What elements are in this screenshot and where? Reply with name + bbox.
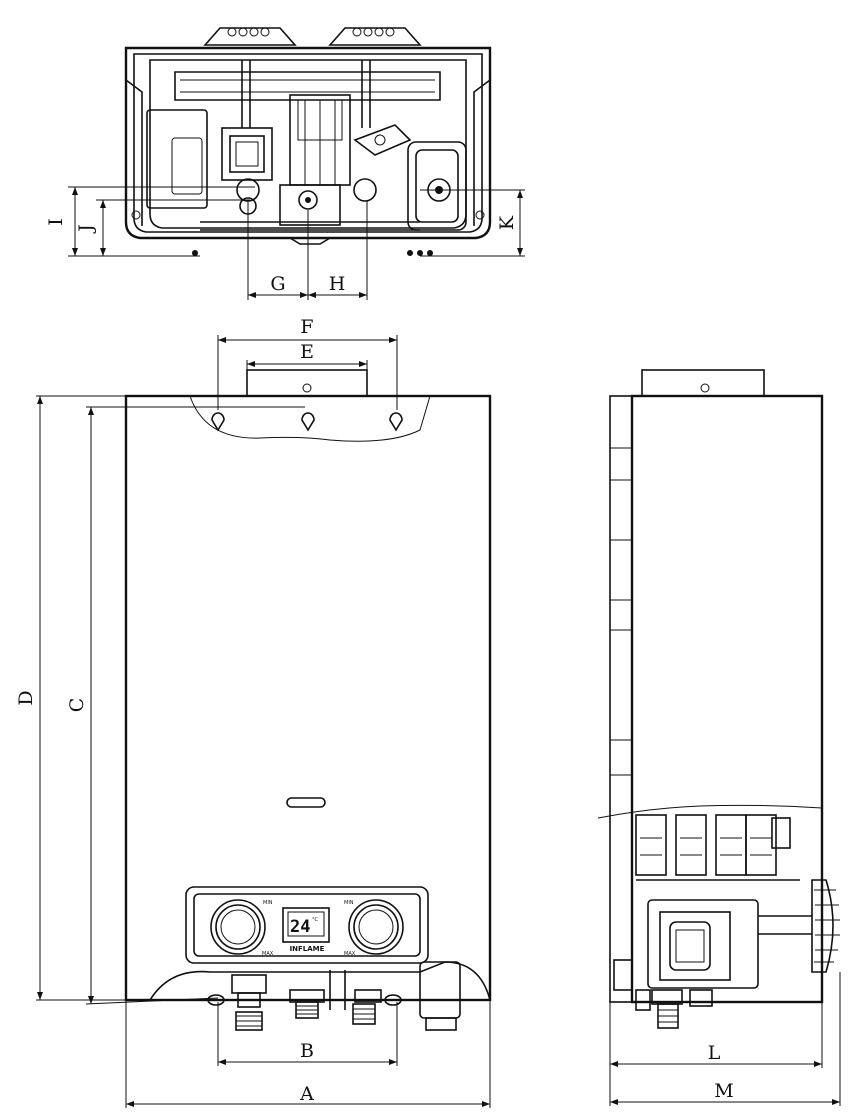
side-view <box>597 369 841 1106</box>
dimension-label-b: B <box>300 1040 314 1062</box>
left-knob-max-label: MAX <box>262 951 274 957</box>
top-view <box>68 27 525 300</box>
dimension-label-e: E <box>300 341 314 363</box>
dimension-label-c: C <box>66 698 88 713</box>
dimension-label-f: F <box>300 316 313 338</box>
left-knob-min-label: MIN <box>263 900 273 906</box>
dimension-label-a: A <box>299 1083 314 1105</box>
right-knob-max-label: MAX <box>344 951 356 957</box>
dimension-label-k: K <box>496 215 518 230</box>
dimension-label-g: G <box>270 273 285 295</box>
dimension-label-m: M <box>714 1080 733 1102</box>
dimension-label-i: I <box>45 218 67 226</box>
front-view <box>36 335 492 1108</box>
brand-logo-text: INFLAME <box>290 945 325 953</box>
display-temperature-value: 24 <box>290 917 310 937</box>
dimension-label-l: L <box>708 1042 721 1064</box>
dimension-label-h: H <box>329 273 346 295</box>
dimension-label-d: D <box>15 690 37 705</box>
display-temperature-unit: °C <box>312 917 319 923</box>
right-knob-min-label: MIN <box>344 900 354 906</box>
dimension-label-j: J <box>75 224 97 234</box>
